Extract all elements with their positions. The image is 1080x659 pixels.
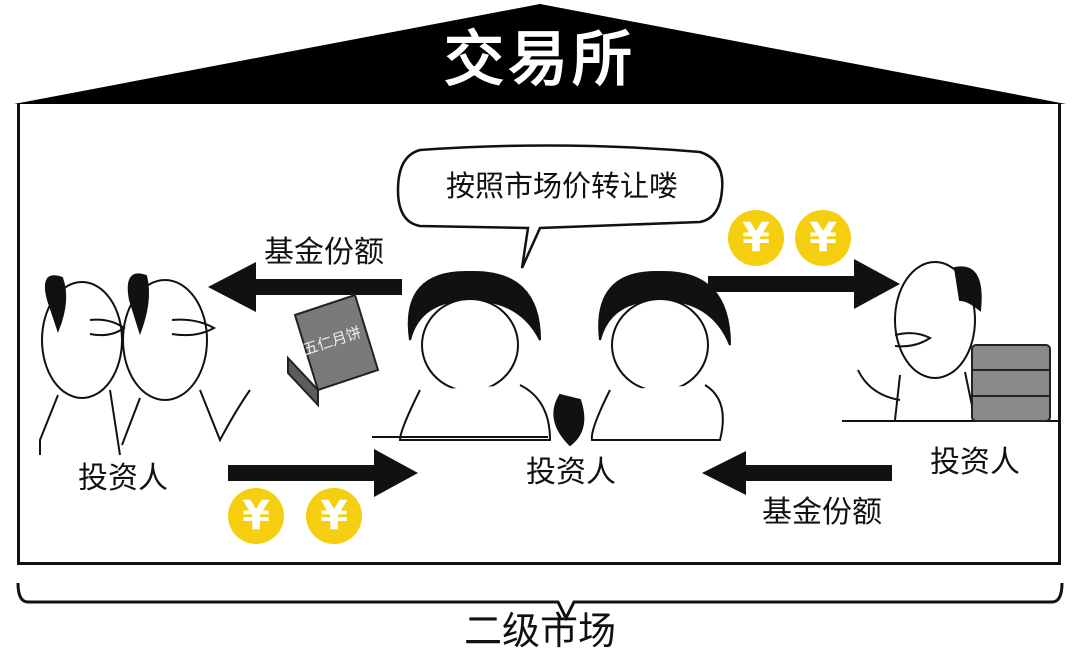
fund-shares-label-left: 基金份额 [264, 235, 384, 270]
investor-label-center: 投资人 [526, 455, 616, 490]
right-investor-illustration [842, 261, 1058, 422]
center-investors-illustration [372, 270, 731, 447]
exchange-roof [14, 4, 1066, 104]
book-box-illustration [287, 293, 380, 408]
arrow-right-top [708, 259, 900, 309]
yuan-coin-icon: ¥ [728, 210, 784, 266]
yuan-coin-icon: ¥ [795, 210, 851, 266]
exchange-title: 交易所 [444, 25, 636, 95]
arrow-left-top [208, 262, 402, 312]
yuan-coin-icon: ¥ [306, 488, 362, 544]
secondary-market-label: 二级市场 [463, 609, 616, 653]
speech-bubble-text: 按照市场价转让喽 [445, 169, 678, 203]
yuan-coin-icon: ¥ [228, 488, 284, 544]
fund-share-stack-illustration [971, 344, 1051, 422]
investor-label-left: 投资人 [78, 461, 168, 496]
arrow-left-bottom [702, 451, 892, 495]
exchange-house-frame [17, 103, 1061, 565]
secondary-market-brace [16, 582, 1064, 622]
left-investors-illustration [39, 273, 251, 456]
arrow-right-bottom [228, 449, 418, 497]
speech-bubble-shape [396, 144, 724, 269]
fund-shares-label-right: 基金份额 [762, 495, 882, 530]
investor-label-right: 投资人 [930, 445, 1020, 480]
